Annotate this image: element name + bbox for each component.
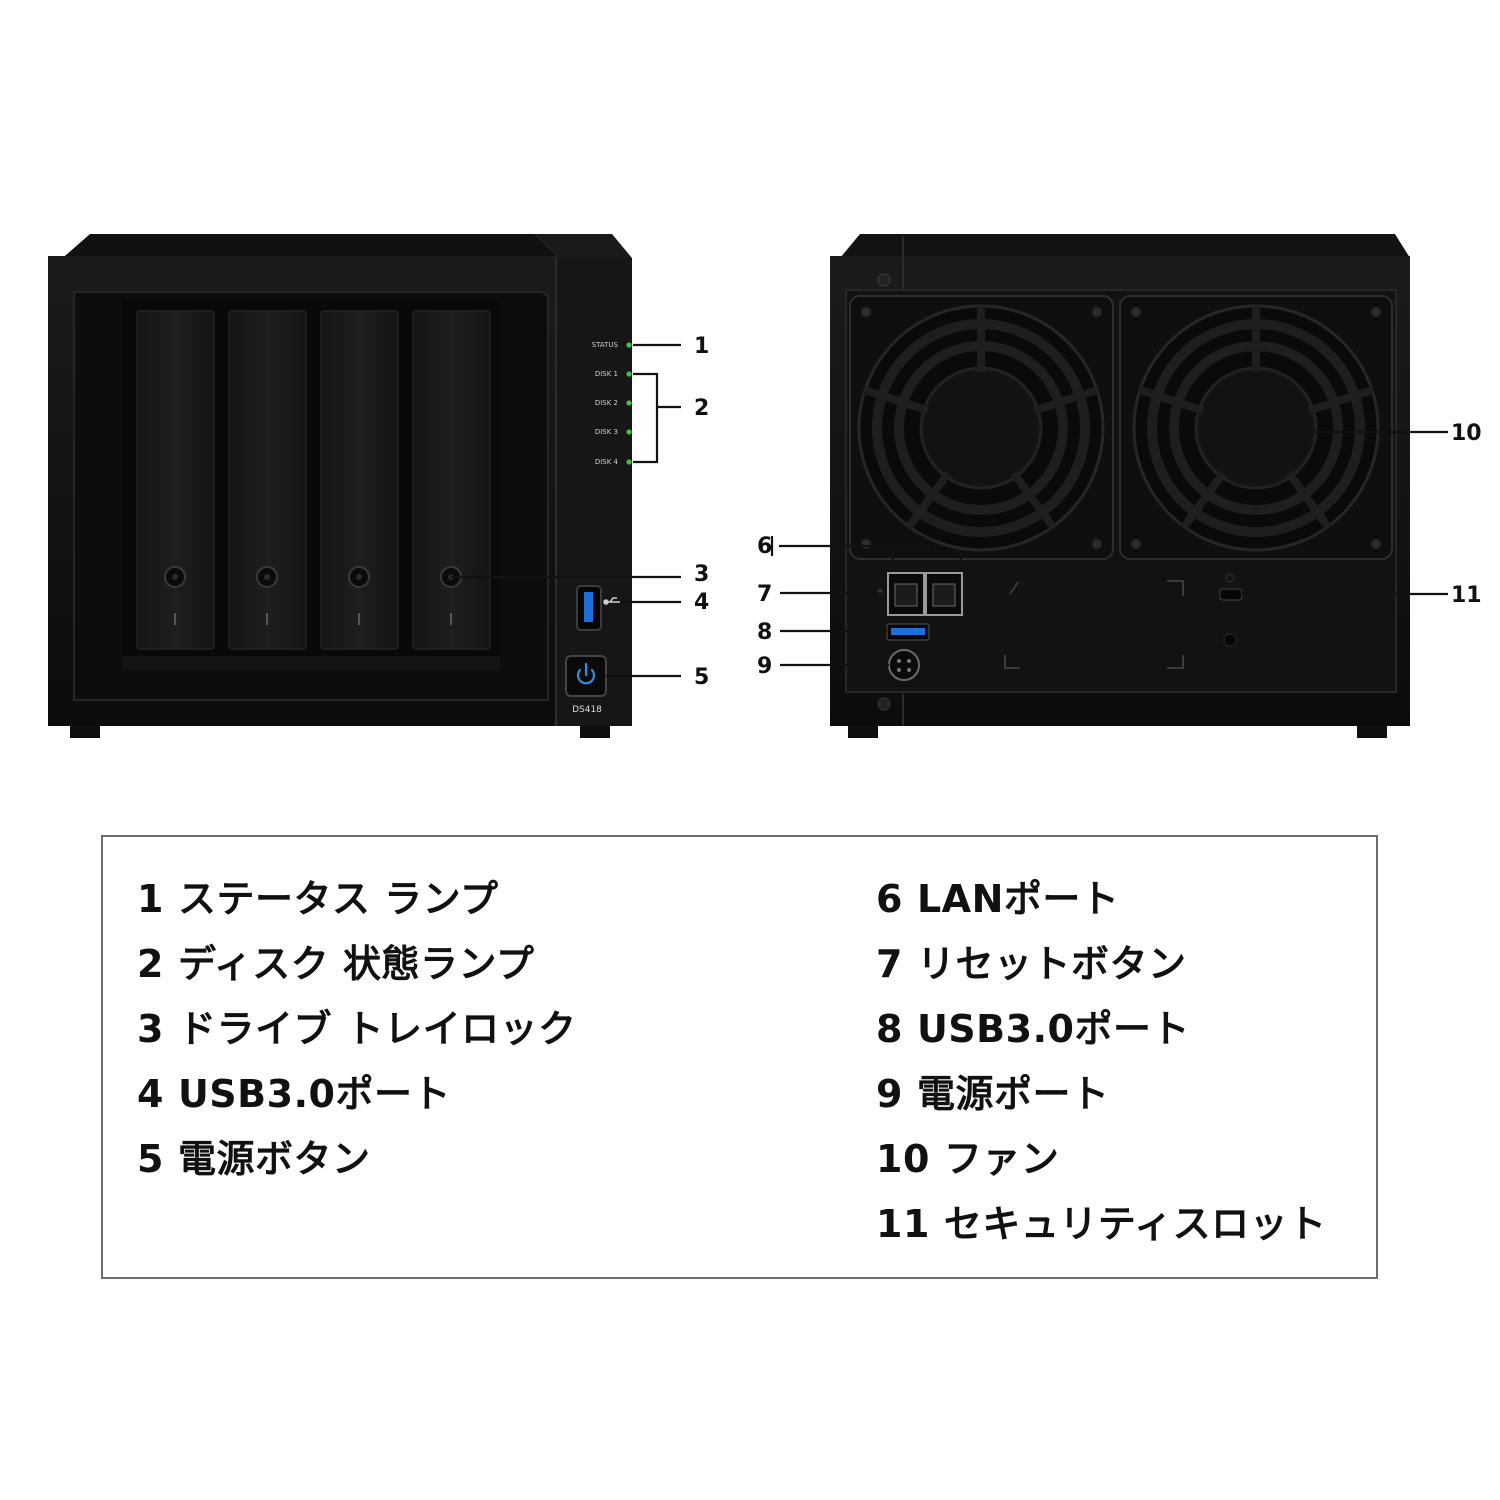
drive-tray-3[interactable]	[320, 310, 399, 650]
led-label-disk2: DISK 2	[595, 399, 618, 407]
legend-text: USB3.0ポート	[177, 1072, 451, 1116]
legend-column-back: 6 LANポート 7 リセットボタン 8 USB3.0ポート 9 電源ポート 10 ファン…	[876, 867, 1327, 1257]
led-label-disk3: DISK 3	[595, 428, 618, 436]
front-usb-port[interactable]	[576, 585, 602, 631]
back-top-edge	[840, 234, 1410, 258]
lock-icon	[1225, 573, 1235, 583]
front-top-edge	[58, 234, 560, 262]
fan-right	[1119, 295, 1393, 560]
callout-5: 5	[694, 665, 709, 690]
legend-number: 8	[876, 1007, 903, 1051]
callout-7: 7	[757, 582, 772, 607]
legend-item: 2 ディスク 状態ランプ	[137, 932, 577, 997]
legend-item: 7 リセットボタン	[876, 932, 1327, 997]
drive-tray-4[interactable]	[412, 310, 491, 650]
led-label-disk4: DISK 4	[595, 458, 619, 466]
legend-text: リセットボタン	[916, 942, 1187, 986]
legend-text: LANポート	[916, 877, 1120, 921]
callout-6: 6	[757, 534, 772, 559]
led-disk4	[626, 459, 632, 465]
drive-tray-1[interactable]	[136, 310, 215, 650]
legend-text: ドライブ トレイロック	[177, 1007, 577, 1051]
front-foot-right	[580, 726, 610, 738]
legend-text: USB3.0ポート	[916, 1007, 1190, 1051]
front-foot-left	[70, 726, 100, 738]
legend-number: 7	[876, 942, 903, 986]
kensington-hole	[1223, 633, 1237, 647]
legend-item: 3 ドライブ トレイロック	[137, 997, 577, 1062]
legend-item: 1 ステータス ランプ	[137, 867, 577, 932]
callout-10: 10	[1451, 421, 1482, 446]
front-side-top	[535, 234, 632, 258]
legend-text: ファン	[943, 1137, 1060, 1181]
legend-number: 4	[137, 1072, 164, 1116]
legend-box: 1 ステータス ランプ 2 ディスク 状態ランプ 3 ドライブ トレイロック 4 USB…	[101, 835, 1378, 1279]
back-foot-right	[1357, 726, 1387, 738]
fan-left	[849, 295, 1114, 560]
back-view: 6 7 8 9 10 11	[757, 234, 1482, 738]
led-disk1	[626, 371, 632, 377]
lan-port-2[interactable]	[925, 572, 963, 616]
led-disk3	[626, 429, 632, 435]
callout-8: 8	[757, 620, 772, 645]
legend-number: 11	[876, 1202, 930, 1246]
front-view: STATUS DISK 1 DISK 2 DISK 3 DISK 4	[48, 234, 709, 738]
power-port[interactable]	[888, 649, 920, 681]
lan-port-1[interactable]	[887, 572, 925, 616]
legend-item: 8 USB3.0ポート	[876, 997, 1327, 1062]
led-disk2	[626, 400, 632, 406]
callout-11: 11	[1451, 583, 1482, 608]
legend-column-front: 1 ステータス ランプ 2 ディスク 状態ランプ 3 ドライブ トレイロック 4 USB…	[137, 867, 577, 1192]
status-leds	[626, 342, 632, 465]
callout-1: 1	[694, 334, 709, 359]
legend-item: 5 電源ボタン	[137, 1127, 577, 1192]
front-side-panel	[556, 258, 632, 726]
screw-icon	[877, 697, 891, 711]
legend-number: 9	[876, 1072, 903, 1116]
rear-usb-port[interactable]	[886, 623, 930, 641]
model-name: DS418	[572, 705, 602, 715]
callout-4: 4	[694, 590, 709, 615]
legend-text: ディスク 状態ランプ	[177, 942, 535, 986]
led-status	[626, 342, 632, 348]
legend-text: 電源ポート	[916, 1072, 1110, 1116]
callout-2: 2	[694, 396, 709, 421]
legend-text: セキュリティスロット	[943, 1202, 1327, 1246]
security-slot[interactable]	[1219, 588, 1243, 601]
back-foot-left	[848, 726, 878, 738]
power-button[interactable]	[565, 655, 607, 697]
callout-3: 3	[694, 562, 709, 587]
legend-item: 6 LANポート	[876, 867, 1327, 932]
legend-number: 3	[137, 1007, 164, 1051]
screw-icon	[877, 273, 891, 287]
legend-text: ステータス ランプ	[177, 877, 499, 921]
legend-item: 4 USB3.0ポート	[137, 1062, 577, 1127]
legend-number: 5	[137, 1137, 164, 1181]
legend-text: 電源ボタン	[177, 1137, 371, 1181]
drive-tray-2[interactable]	[228, 310, 307, 650]
callout-9: 9	[757, 654, 772, 679]
power-icon	[576, 662, 596, 685]
legend-number: 1	[137, 877, 164, 921]
expansion-marks	[1004, 580, 1184, 669]
legend-item: 11 セキュリティスロット	[876, 1192, 1327, 1257]
legend-item: 10 ファン	[876, 1127, 1327, 1192]
led-label-status: STATUS	[592, 341, 619, 349]
legend-item: 9 電源ポート	[876, 1062, 1327, 1127]
led-label-disk1: DISK 1	[595, 370, 618, 378]
front-callout-lines	[451, 343, 681, 678]
usb-symbol-icon	[603, 597, 620, 605]
legend-number: 10	[876, 1137, 930, 1181]
legend-number: 2	[137, 942, 164, 986]
back-callout-lines	[770, 430, 1448, 667]
legend-number: 6	[876, 877, 903, 921]
